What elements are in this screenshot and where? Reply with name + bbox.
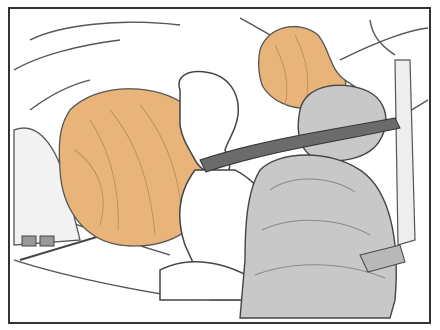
vent-right bbox=[40, 236, 54, 246]
vent-left bbox=[22, 236, 36, 246]
